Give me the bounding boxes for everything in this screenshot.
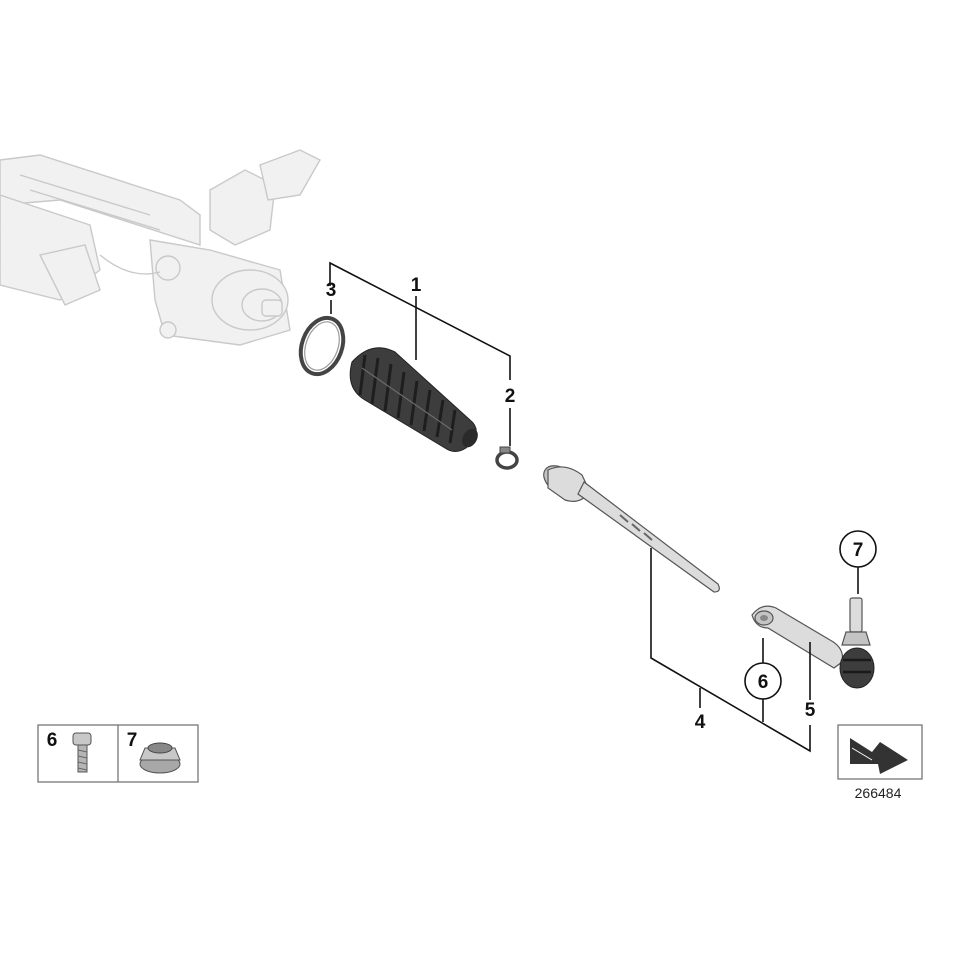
callout-2: 2 [505, 386, 516, 407]
legend-box: 6 7 [37, 724, 199, 783]
leader-lines [329, 261, 859, 753]
callout-5: 5 [805, 700, 816, 721]
callout-6: 6 [758, 672, 769, 693]
callout-3: 3 [326, 280, 337, 301]
steering-rack-ghost [0, 149, 321, 346]
reference-box: 266484 [837, 724, 923, 801]
legend-label-7: 7 [127, 730, 138, 751]
reference-number: 266484 [855, 785, 902, 801]
callouts: 1 2 3 4 5 6 7 [326, 275, 877, 733]
callout-6-circle [744, 662, 782, 700]
legend-label-6: 6 [47, 730, 58, 751]
direction-arrow-icon [850, 738, 908, 774]
nut-icon [139, 742, 181, 774]
callout-4: 4 [695, 712, 706, 733]
callout-7: 7 [853, 540, 864, 561]
part-1-bellows-boot [349, 347, 478, 452]
bolt-icon [72, 732, 92, 773]
part-4-inner-tie-rod [543, 465, 720, 593]
part-5-tie-rod-end [751, 597, 875, 689]
callout-7-circle [839, 530, 877, 568]
part-2-small-clamp [495, 446, 519, 470]
callout-1: 1 [411, 275, 422, 296]
part-3-clamp-ring [298, 315, 346, 377]
